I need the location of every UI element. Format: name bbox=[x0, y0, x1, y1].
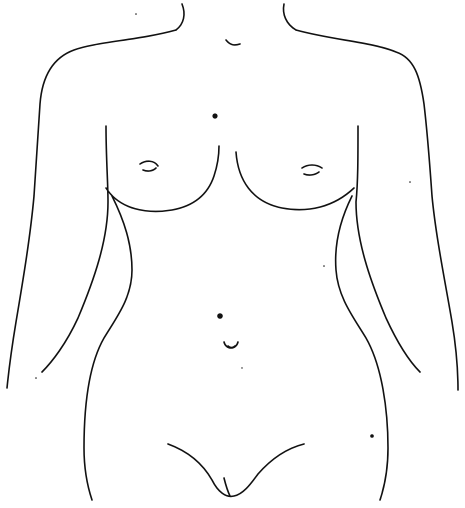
right-inner-arm-line bbox=[356, 126, 420, 372]
right-nipple-arc bbox=[302, 165, 322, 168]
abdomen-mark-dot bbox=[217, 313, 223, 319]
left-shoulder-arm-outline bbox=[7, 30, 176, 388]
speck-dot-4 bbox=[323, 265, 325, 267]
pubic-outline bbox=[168, 444, 304, 496]
speck-dot-3 bbox=[135, 13, 137, 15]
right-nipple-arc-small bbox=[304, 172, 319, 175]
neck-left-outline bbox=[176, 4, 184, 30]
speck-dot-1 bbox=[35, 377, 37, 379]
speck-dot-5 bbox=[241, 367, 242, 368]
left-breast-outline bbox=[106, 146, 219, 211]
pubic-center-line bbox=[224, 478, 230, 496]
clavicle-notch-line bbox=[226, 40, 240, 45]
chest-mark-dot bbox=[212, 113, 217, 118]
speck-dot-2 bbox=[409, 181, 411, 183]
right-torso-outline bbox=[336, 196, 388, 500]
left-inner-arm-line bbox=[42, 126, 108, 372]
right-shoulder-arm-outline bbox=[296, 30, 458, 390]
left-nipple-arc bbox=[140, 161, 158, 166]
left-nipple-arc-small bbox=[143, 168, 156, 171]
neck-right-outline bbox=[284, 4, 297, 30]
left-torso-outline bbox=[84, 196, 132, 500]
navel-inner-arc bbox=[228, 346, 235, 348]
lower-mark-dot bbox=[370, 434, 374, 438]
right-breast-outline bbox=[236, 152, 354, 210]
